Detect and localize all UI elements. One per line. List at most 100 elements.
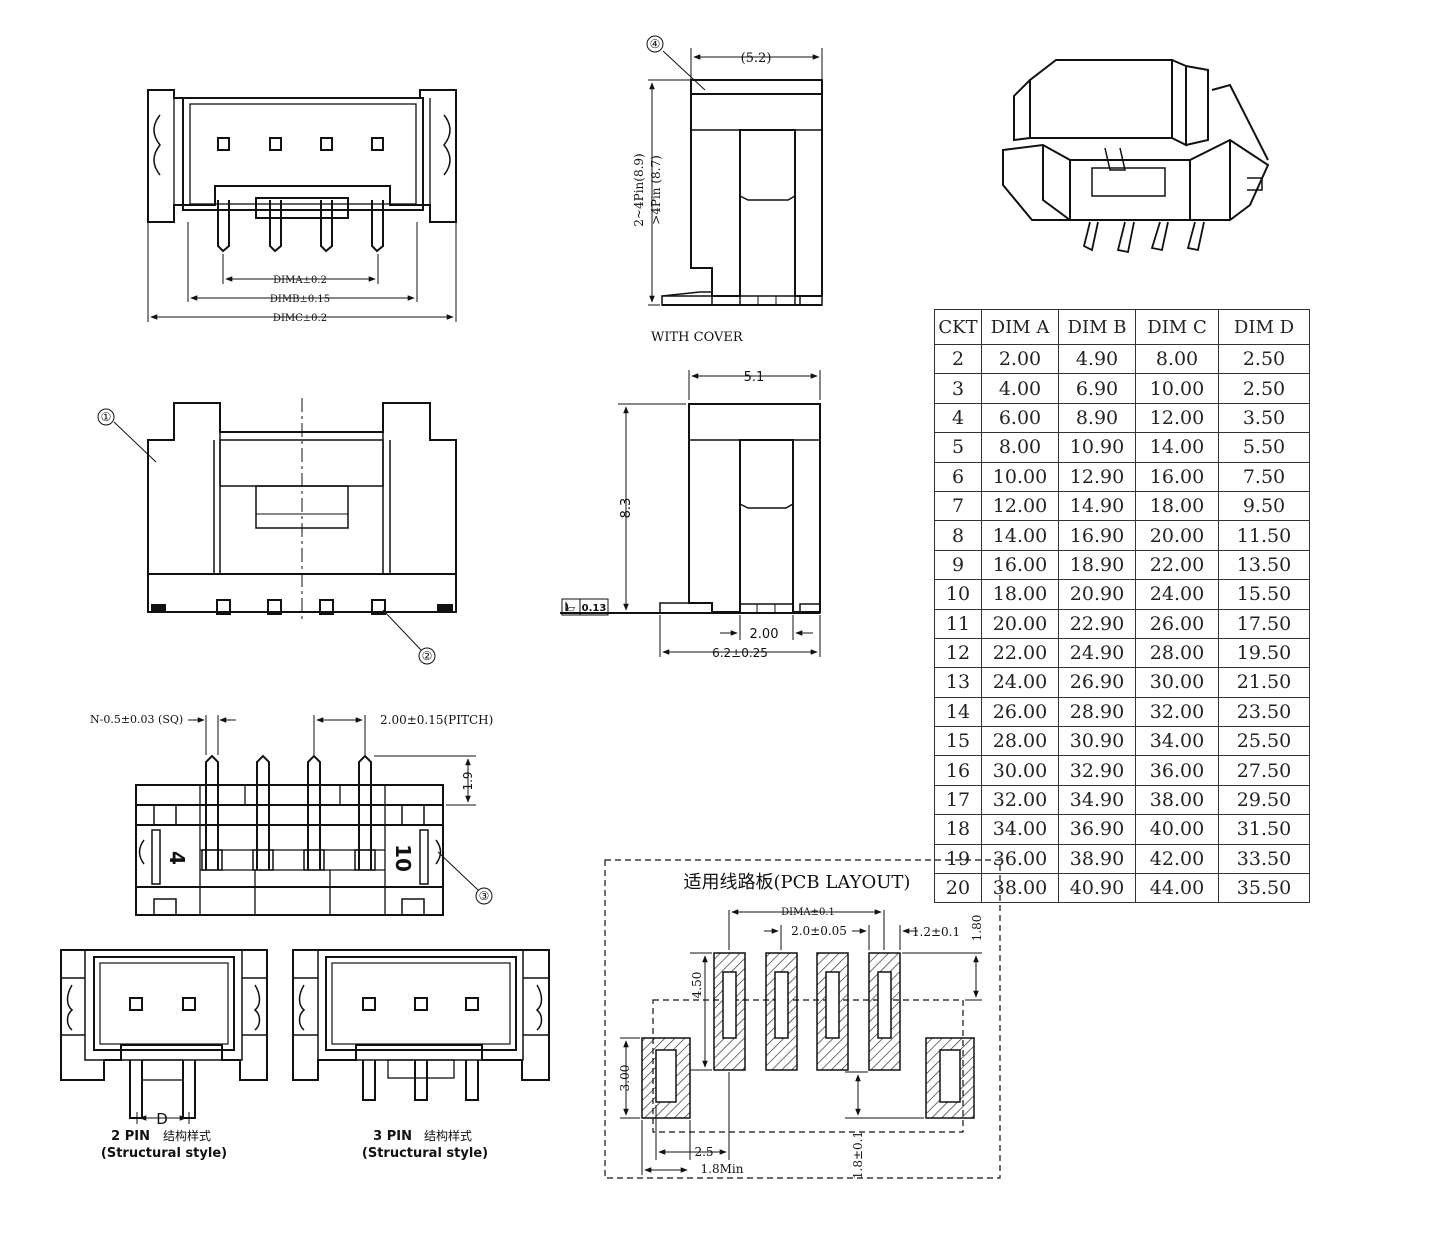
table-cell: 20.90	[1058, 579, 1136, 610]
table-cell: 19.50	[1218, 637, 1310, 669]
variant-2pin-label: 2 PIN	[111, 1129, 150, 1144]
callout-3: ③	[479, 889, 490, 903]
table-cell: 36.00	[1135, 755, 1219, 786]
table-cell: 8	[934, 520, 982, 551]
table-cell: 28.00	[1135, 637, 1219, 669]
side-dim-top: 5.1	[744, 370, 765, 385]
table-cell: 15	[934, 726, 982, 757]
table-cell: 18.00	[1135, 490, 1219, 522]
cover-height-2: >4Pin (8.7)	[649, 155, 663, 225]
table-cell: 28.00	[981, 726, 1059, 757]
table-cell: 4.00	[981, 373, 1059, 404]
table-cell: 34.00	[981, 814, 1059, 845]
table-cell: 30.00	[981, 755, 1059, 786]
side-view-cover	[646, 35, 823, 306]
table-cell: 6.00	[981, 402, 1059, 434]
table-cell: 29.50	[1218, 784, 1310, 816]
variant-2pin-sub: (Structural style)	[101, 1146, 227, 1161]
flatness-value: 0.13	[582, 603, 607, 614]
table-cell: 17	[934, 784, 982, 816]
table-cell: 36.90	[1058, 814, 1136, 845]
table-cell: 16	[934, 755, 982, 786]
side-dim-height: 8.3	[619, 498, 634, 519]
table-cell: 3.50	[1218, 402, 1310, 434]
table-header-row: CKT DIM A DIM B DIM C DIM D	[934, 309, 1310, 345]
table-cell: 8.00	[1135, 343, 1219, 375]
table-cell: 12.00	[1135, 402, 1219, 434]
table-cell: 20.00	[1135, 520, 1219, 551]
table-cell: 6.90	[1058, 373, 1136, 404]
table-cell: 8.00	[981, 432, 1059, 463]
pcb-title: 适用线路板(PCB LAYOUT)	[684, 872, 911, 893]
table-cell: 30.00	[1135, 667, 1219, 698]
variant-2pin-dim: D	[156, 1110, 168, 1128]
pin-view	[135, 715, 493, 916]
header-ckt: CKT	[934, 309, 982, 345]
table-cell: 38.00	[981, 873, 1059, 904]
cover-caption: WITH COVER	[651, 330, 744, 345]
cover-dim-top: (5.2)	[741, 51, 772, 66]
table-cell: 14	[934, 696, 982, 728]
table-cell: 36.00	[981, 843, 1059, 875]
table-cell: 38.00	[1135, 784, 1219, 816]
table-cell: 18.90	[1058, 549, 1136, 581]
table-cell: 24.00	[1135, 579, 1219, 610]
side-view	[560, 370, 821, 657]
table-cell: 10.00	[1135, 373, 1219, 404]
table-cell: 26.90	[1058, 667, 1136, 698]
variant-3pin-chinese: 结构样式	[424, 1128, 472, 1143]
table-cell: 12.00	[981, 490, 1059, 522]
pcb-pad-w: 1.2±0.1	[912, 925, 960, 939]
flatness-symbol: ⏥	[567, 602, 576, 615]
table-cell: 35.50	[1218, 873, 1310, 904]
header-dim-d: DIM D	[1218, 309, 1310, 345]
table-cell: 12	[934, 637, 982, 669]
table-cell: 34.00	[1135, 726, 1219, 757]
table-cell: 2.50	[1218, 373, 1310, 404]
front-dim-c: DIMC±0.2	[273, 313, 327, 324]
table-cell: 42.00	[1135, 843, 1219, 875]
header-dim-c: DIM C	[1135, 309, 1219, 345]
table-cell: 33.50	[1218, 843, 1310, 875]
pcb-offset: 2.5	[694, 1145, 713, 1159]
pcb-layout	[604, 859, 1001, 1179]
header-dim-a: DIM A	[981, 309, 1059, 345]
table-cell: 14.00	[1135, 432, 1219, 463]
table-cell: 18	[934, 814, 982, 845]
table-cell: 16.00	[981, 549, 1059, 581]
table-cell: 27.50	[1218, 755, 1310, 786]
front-view	[147, 89, 457, 322]
table-cell: 23.50	[1218, 696, 1310, 728]
table-cell: 40.00	[1135, 814, 1219, 845]
table-cell: 10.00	[981, 461, 1059, 492]
body-view	[97, 398, 457, 665]
table-cell: 22.90	[1058, 608, 1136, 639]
callout-1: ①	[101, 410, 112, 424]
table-cell: 25.50	[1218, 726, 1310, 757]
cover-height-1: 2~4Pin(8.9)	[632, 153, 646, 226]
pin-size-label: N-0.5±0.03 (SQ)	[90, 713, 183, 726]
variant-3pin-sub: (Structural style)	[362, 1146, 488, 1161]
table-cell: 8.90	[1058, 402, 1136, 434]
table-cell: 40.90	[1058, 873, 1136, 904]
table-cell: 22.00	[981, 637, 1059, 669]
callout-4: ④	[650, 37, 661, 51]
side-dim-depth: 6.2±0.25	[712, 646, 768, 660]
pin-pitch-label: 2.00±0.15(PITCH)	[380, 713, 493, 727]
table-cell: 12.90	[1058, 461, 1136, 492]
table-cell: 15.50	[1218, 579, 1310, 610]
table-cell: 2.50	[1218, 343, 1310, 375]
table-cell: 3	[934, 373, 982, 404]
pcb-min: 1.8Min	[701, 1162, 744, 1176]
table-cell: 13.50	[1218, 549, 1310, 581]
